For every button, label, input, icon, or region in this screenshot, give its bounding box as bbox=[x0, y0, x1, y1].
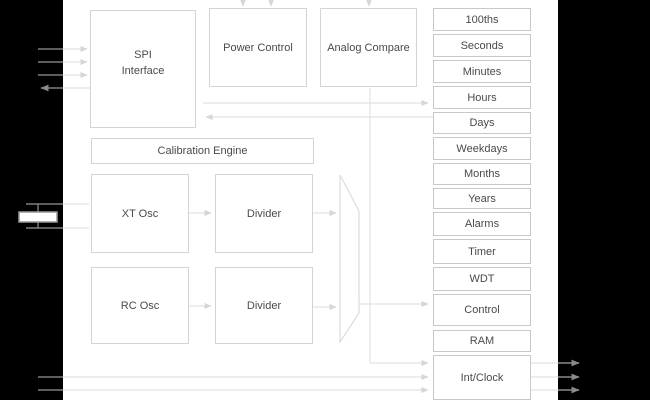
register-label: Timer bbox=[468, 245, 496, 258]
rc-osc-block: RC Osc bbox=[91, 267, 189, 344]
divider-xt-label: Divider bbox=[246, 207, 282, 220]
register-label: 100ths bbox=[465, 13, 499, 26]
calibration-engine-label: Calibration Engine bbox=[157, 145, 248, 157]
register-cell-minutes: Minutes bbox=[433, 60, 531, 83]
register-cell-ram: RAM bbox=[433, 330, 531, 352]
power-control-label: Power Control bbox=[223, 41, 293, 54]
register-cell-days: Days bbox=[433, 112, 531, 134]
register-label: Hours bbox=[467, 91, 497, 104]
rc-osc-label: RC Osc bbox=[120, 299, 160, 312]
analog-compare-block: Analog Compare bbox=[320, 8, 417, 87]
register-label: Control bbox=[464, 304, 500, 316]
spi-label-line1: SPI bbox=[134, 49, 152, 61]
register-label: Weekdays bbox=[456, 142, 508, 155]
divider-rc-label: Divider bbox=[246, 299, 282, 312]
register-cell-int-clock: Int/Clock bbox=[433, 355, 531, 400]
register-label: Minutes bbox=[462, 65, 502, 78]
register-cell-timer: Timer bbox=[433, 239, 531, 264]
register-label: Days bbox=[469, 117, 495, 129]
analog-compare-label: Analog Compare bbox=[327, 41, 410, 54]
spi-label-line2: Interface bbox=[121, 65, 165, 77]
register-cell-months: Months bbox=[433, 163, 531, 185]
register-stack: 100ths Seconds Minutes Hours Days Weekda… bbox=[433, 0, 531, 400]
power-control-block: Power Control bbox=[209, 8, 307, 87]
register-cell-control: Control bbox=[433, 294, 531, 326]
divider-rc-block: Divider bbox=[215, 267, 313, 344]
calibration-engine-block: Calibration Engine bbox=[91, 138, 314, 164]
register-label: Months bbox=[463, 168, 501, 180]
xt-osc-label: XT Osc bbox=[121, 207, 159, 220]
register-cell-100ths: 100ths bbox=[433, 8, 531, 31]
register-cell-weekdays: Weekdays bbox=[433, 137, 531, 160]
register-cell-seconds: Seconds bbox=[433, 34, 531, 57]
register-label: Seconds bbox=[460, 39, 504, 52]
register-cell-hours: Hours bbox=[433, 86, 531, 109]
register-cell-years: Years bbox=[433, 188, 531, 209]
divider-xt-block: Divider bbox=[215, 174, 313, 253]
register-label: Int/Clock bbox=[460, 371, 504, 384]
register-label: WDT bbox=[469, 273, 495, 285]
spi-interface-block: SPI Interface bbox=[90, 10, 196, 128]
register-cell-wdt: WDT bbox=[433, 267, 531, 291]
register-label: Years bbox=[468, 192, 496, 205]
register-cell-alarms: Alarms bbox=[433, 212, 531, 236]
register-label: RAM bbox=[469, 335, 495, 347]
xt-osc-block: XT Osc bbox=[91, 174, 189, 253]
register-label: Alarms bbox=[464, 218, 500, 230]
